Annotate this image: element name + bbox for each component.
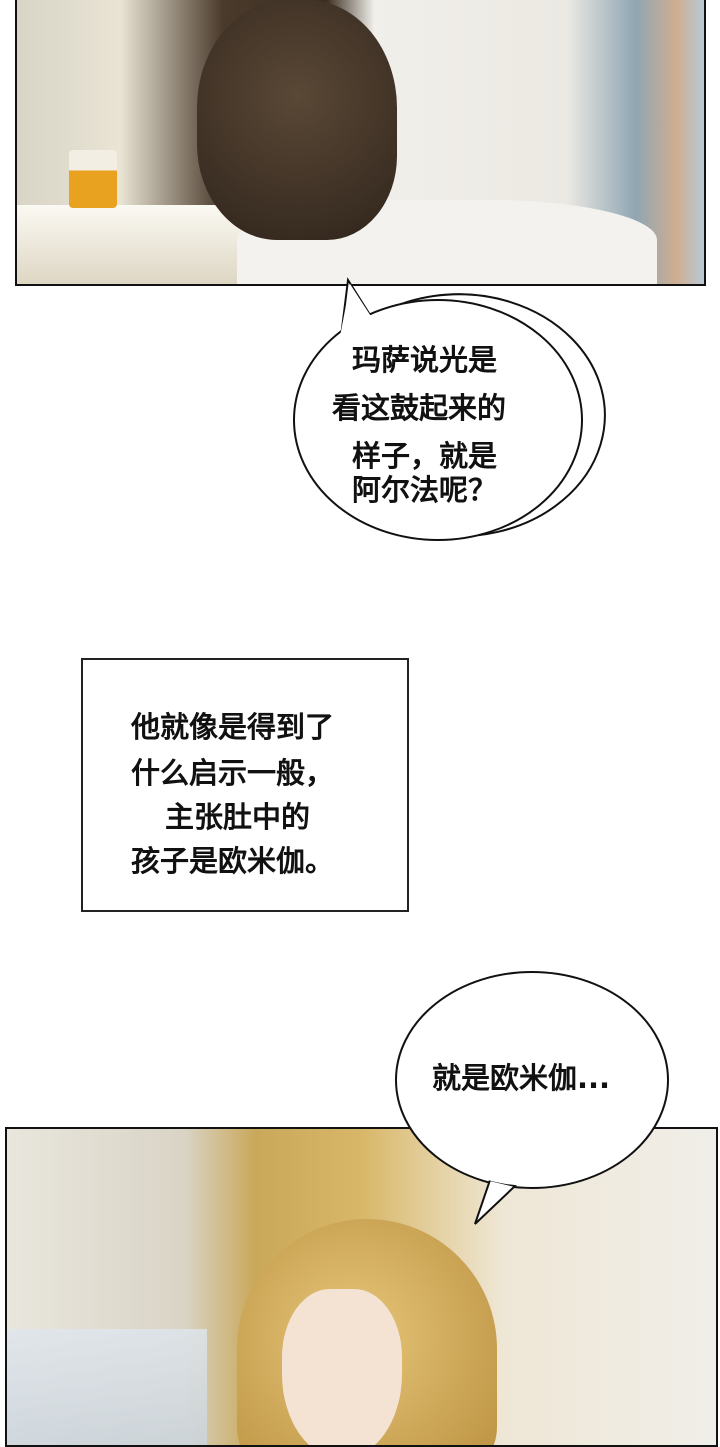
comic-panel-bottom: [5, 1127, 718, 1447]
bubble-1-line-4: 阿尔法呢？: [352, 473, 498, 507]
bubble-2-text: 就是欧米伽...: [432, 1061, 611, 1095]
bubble-1-line-3: 样子，就是: [352, 439, 498, 473]
caption-line-2: 什么启示一般，: [131, 756, 335, 790]
caption-line-4: 孩子是欧米伽。: [131, 844, 335, 878]
narration-box: 他就像是得到了 什么启示一般， 主张肚中的 孩子是欧米伽。: [81, 658, 409, 912]
bubble-1-line-1: 玛萨说光是: [352, 343, 498, 377]
caption-line-3: 主张肚中的: [165, 800, 311, 834]
background-window: [7, 1329, 207, 1445]
caption-line-1: 他就像是得到了: [131, 710, 335, 744]
mantel-ledge: [17, 205, 257, 284]
dark-haired-character: [197, 0, 397, 240]
blond-character-face: [282, 1289, 402, 1445]
bubble-1-line-2: 看这鼓起来的: [332, 391, 507, 425]
comic-panel-top: [15, 0, 706, 286]
juice-glass: [69, 150, 117, 208]
